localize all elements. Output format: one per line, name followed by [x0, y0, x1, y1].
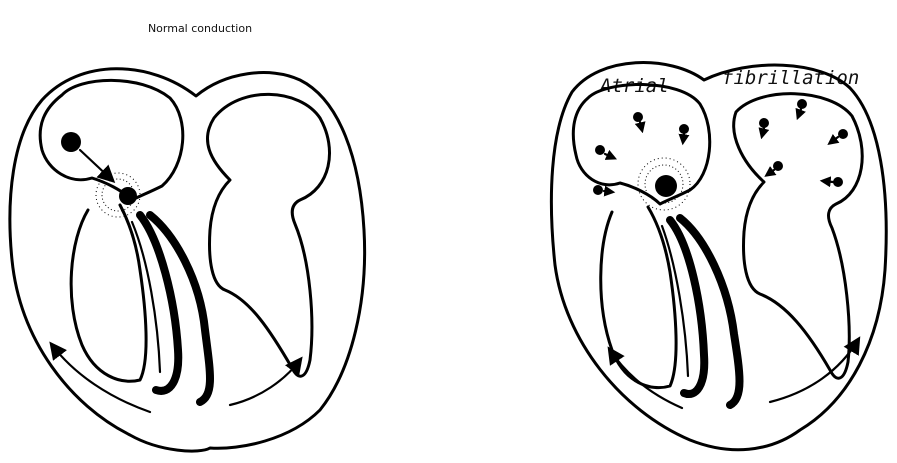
atrial-fibrillation-heart: Atrial fibrillation — [551, 63, 886, 450]
normal-conduction-heart: Normal conduction — [10, 22, 365, 451]
chaotic-impulses — [593, 99, 848, 195]
normal-conduction-title: Normal conduction — [148, 22, 252, 35]
impulse-arrow-right-ventricle — [230, 360, 300, 405]
af-left-atrium-chamber — [573, 84, 709, 204]
sa-node — [61, 132, 81, 152]
impulse-arrow-left-ventricle — [52, 345, 150, 412]
av-node — [119, 187, 137, 205]
af-conduction-bundle-right — [680, 218, 740, 405]
sa-to-av-arrow — [80, 150, 112, 180]
af-av-node — [655, 175, 677, 197]
right-chamber-shape — [207, 94, 329, 376]
